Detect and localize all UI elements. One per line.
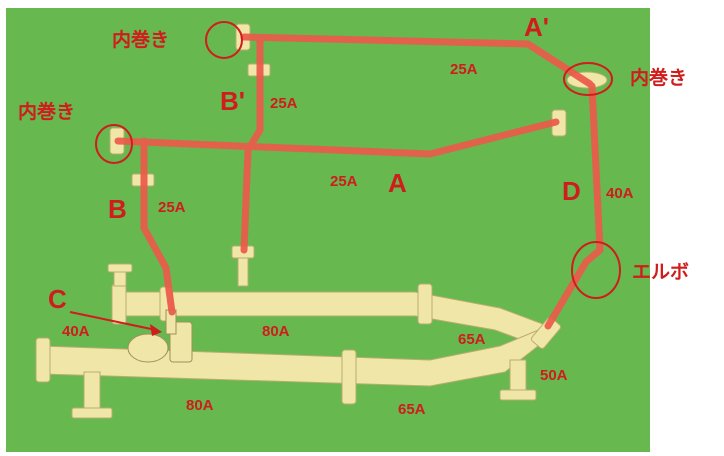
circle-inner-wind-right <box>563 62 613 96</box>
pipe-a <box>114 118 560 158</box>
label-inner-wind-top: 内巻き <box>112 28 169 51</box>
callout-circles <box>95 21 621 299</box>
circle-inner-wind-top <box>205 21 243 59</box>
pipe-d <box>544 82 604 330</box>
size-40a-d: 40A <box>606 185 634 202</box>
label-inner-wind-left: 内巻き <box>18 100 75 123</box>
circle-elbow <box>571 241 621 299</box>
size-25a-bprime: 25A <box>270 95 298 112</box>
size-40a-c: 40A <box>62 323 90 340</box>
size-80a-upper: 80A <box>262 323 290 340</box>
pipe-a-prime <box>240 33 594 88</box>
size-25a-a: 25A <box>330 173 358 190</box>
size-65a-upper: 65A <box>458 331 486 348</box>
label-d: D <box>562 176 581 206</box>
size-50a: 50A <box>540 367 568 384</box>
circle-inner-wind-left <box>95 124 133 164</box>
label-b: B <box>108 194 127 224</box>
green-background <box>6 8 650 452</box>
size-25a-top: 25A <box>450 61 478 78</box>
pipe-b <box>140 137 176 316</box>
label-elbow: エルボ <box>632 261 689 283</box>
arrow-c <box>69 311 162 336</box>
label-inner-wind-right: 内巻き <box>630 66 687 89</box>
label-a: A <box>388 168 407 198</box>
pipe-b-prime <box>240 36 264 254</box>
size-25a-b: 25A <box>158 199 186 216</box>
tee-fitting-c <box>127 309 193 363</box>
size-65a-lower: 65A <box>398 401 426 418</box>
red-pipes <box>114 33 604 330</box>
label-b-prime: B' <box>220 86 245 116</box>
upper-header-stub <box>107 263 133 287</box>
label-a-prime: A' <box>524 12 549 42</box>
size-80a-lower: 80A <box>186 397 214 414</box>
label-c: C <box>48 284 67 314</box>
